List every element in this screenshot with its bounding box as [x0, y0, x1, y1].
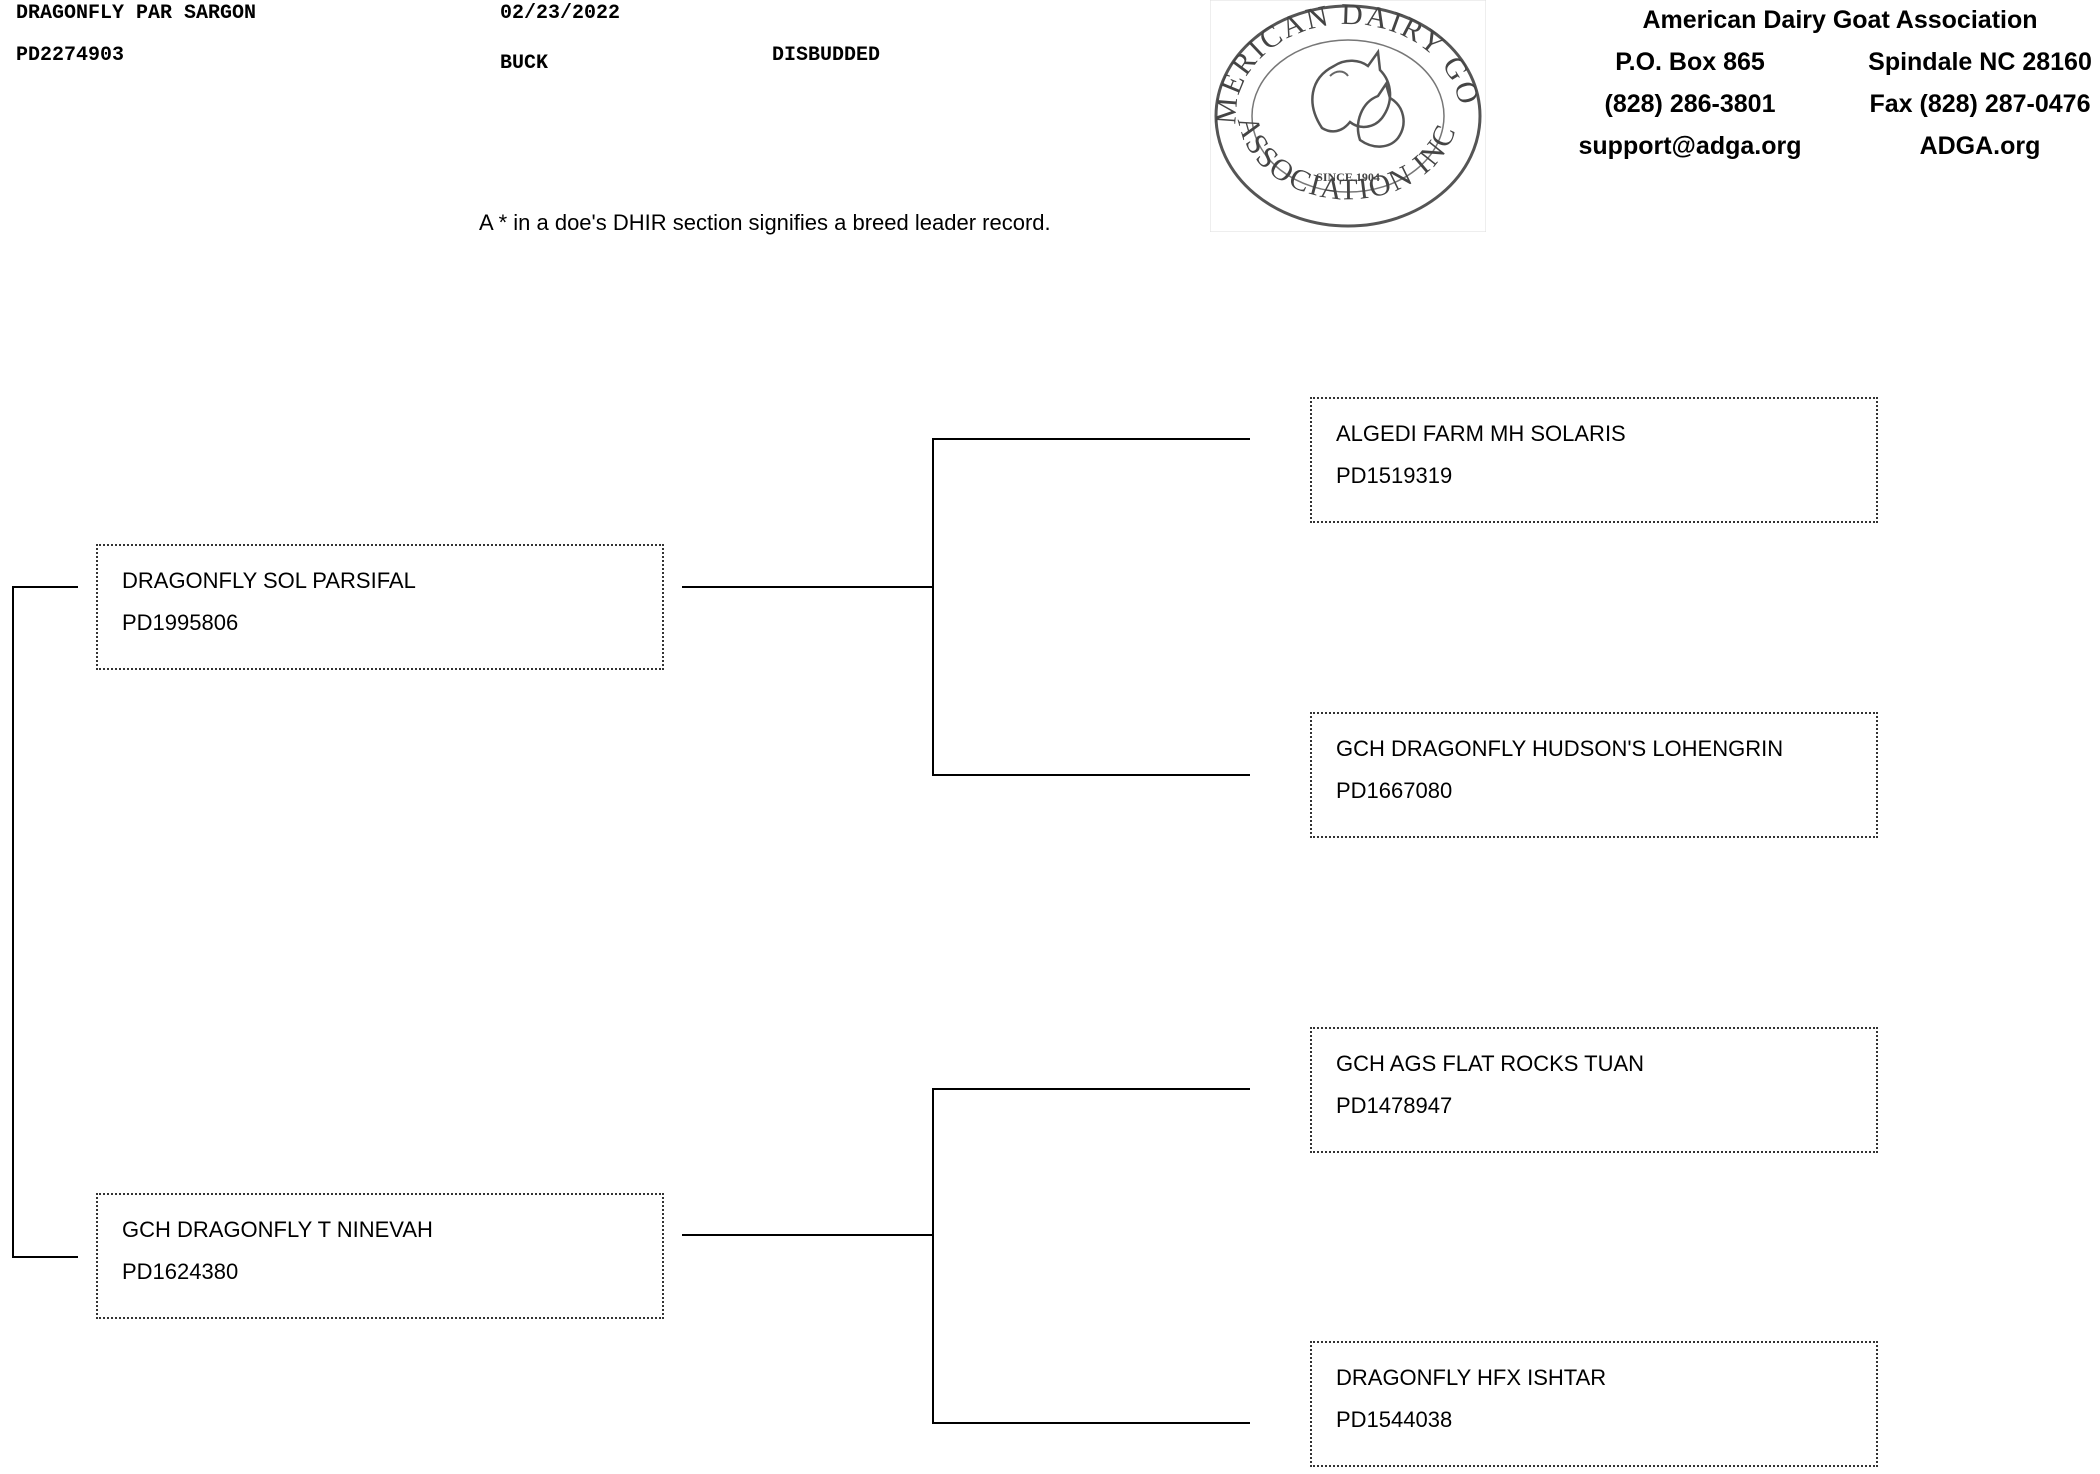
sire-sire-name: ALGEDI FARM MH SOLARIS: [1336, 421, 1626, 446]
sire-bracket-top: [932, 438, 1250, 440]
animal-registration: PD2274903: [16, 44, 125, 67]
sire-bracket-bottom: [932, 774, 1250, 776]
dam-sire-box: GCH AGS FLAT ROCKS TUAN PD1478947: [1310, 1027, 1878, 1153]
dam-sire-registration: PD1478947: [1336, 1093, 1453, 1118]
horn-status: DISBUDDED: [772, 44, 881, 67]
bracket-main-top: [12, 586, 78, 588]
org-website: ADGA.org: [1919, 132, 2041, 160]
animal-name: DRAGONFLY PAR SARGON: [16, 2, 257, 25]
sire-registration: PD1995806: [122, 610, 239, 635]
dam-dam-name: DRAGONFLY HFX ISHTAR: [1336, 1365, 1607, 1390]
breed-leader-note: A * in a doe's DHIR section signifies a …: [479, 210, 1051, 235]
sire-dam-box: GCH DRAGONFLY HUDSON'S LOHENGRIN PD16670…: [1310, 712, 1878, 838]
bracket-main-bottom: [12, 1256, 78, 1258]
dam-dam-registration: PD1544038: [1336, 1407, 1453, 1432]
adga-seal-icon: AMERICAN DAIRY GOAT ASSOCIATION INC. SIN…: [1198, 0, 1487, 233]
dam-bracket-top: [932, 1088, 1250, 1090]
sire-box: DRAGONFLY SOL PARSIFAL PD1995806: [96, 544, 664, 670]
dam-sire-name: GCH AGS FLAT ROCKS TUAN: [1336, 1051, 1645, 1076]
sire-bracket-vertical: [932, 438, 934, 776]
sire-connector: [682, 586, 934, 588]
sire-sire-registration: PD1519319: [1336, 463, 1453, 488]
sire-dam-name: GCH DRAGONFLY HUDSON'S LOHENGRIN: [1336, 736, 1784, 761]
dam-registration: PD1624380: [122, 1259, 239, 1284]
birth-date: 02/23/2022: [500, 2, 621, 25]
org-pobox: P.O. Box 865: [1615, 48, 1765, 76]
org-city: Spindale NC 28160: [1868, 48, 2092, 76]
since-text: SINCE 1904: [1316, 170, 1380, 184]
org-email: support@adga.org: [1578, 132, 1802, 160]
dam-box: GCH DRAGONFLY T NINEVAH PD1624380: [96, 1193, 664, 1319]
dam-bracket-bottom: [932, 1422, 1250, 1424]
dam-name: GCH DRAGONFLY T NINEVAH: [122, 1217, 433, 1242]
animal-sex: BUCK: [500, 52, 549, 75]
dam-connector: [682, 1234, 934, 1236]
sire-name: DRAGONFLY SOL PARSIFAL: [122, 568, 416, 593]
sire-sire-box: ALGEDI FARM MH SOLARIS PD1519319: [1310, 397, 1878, 523]
dam-dam-box: DRAGONFLY HFX ISHTAR PD1544038: [1310, 1341, 1878, 1467]
org-fax: Fax (828) 287-0476: [1869, 90, 2091, 118]
bracket-main-vertical: [12, 586, 14, 1258]
adga-logo: AMERICAN DAIRY GOAT ASSOCIATION INC. SIN…: [1198, 0, 1487, 233]
sire-dam-registration: PD1667080: [1336, 778, 1453, 803]
org-phone: (828) 286-3801: [1604, 90, 1776, 118]
org-name: American Dairy Goat Association: [1642, 6, 2038, 34]
dam-bracket-vertical: [932, 1088, 934, 1424]
